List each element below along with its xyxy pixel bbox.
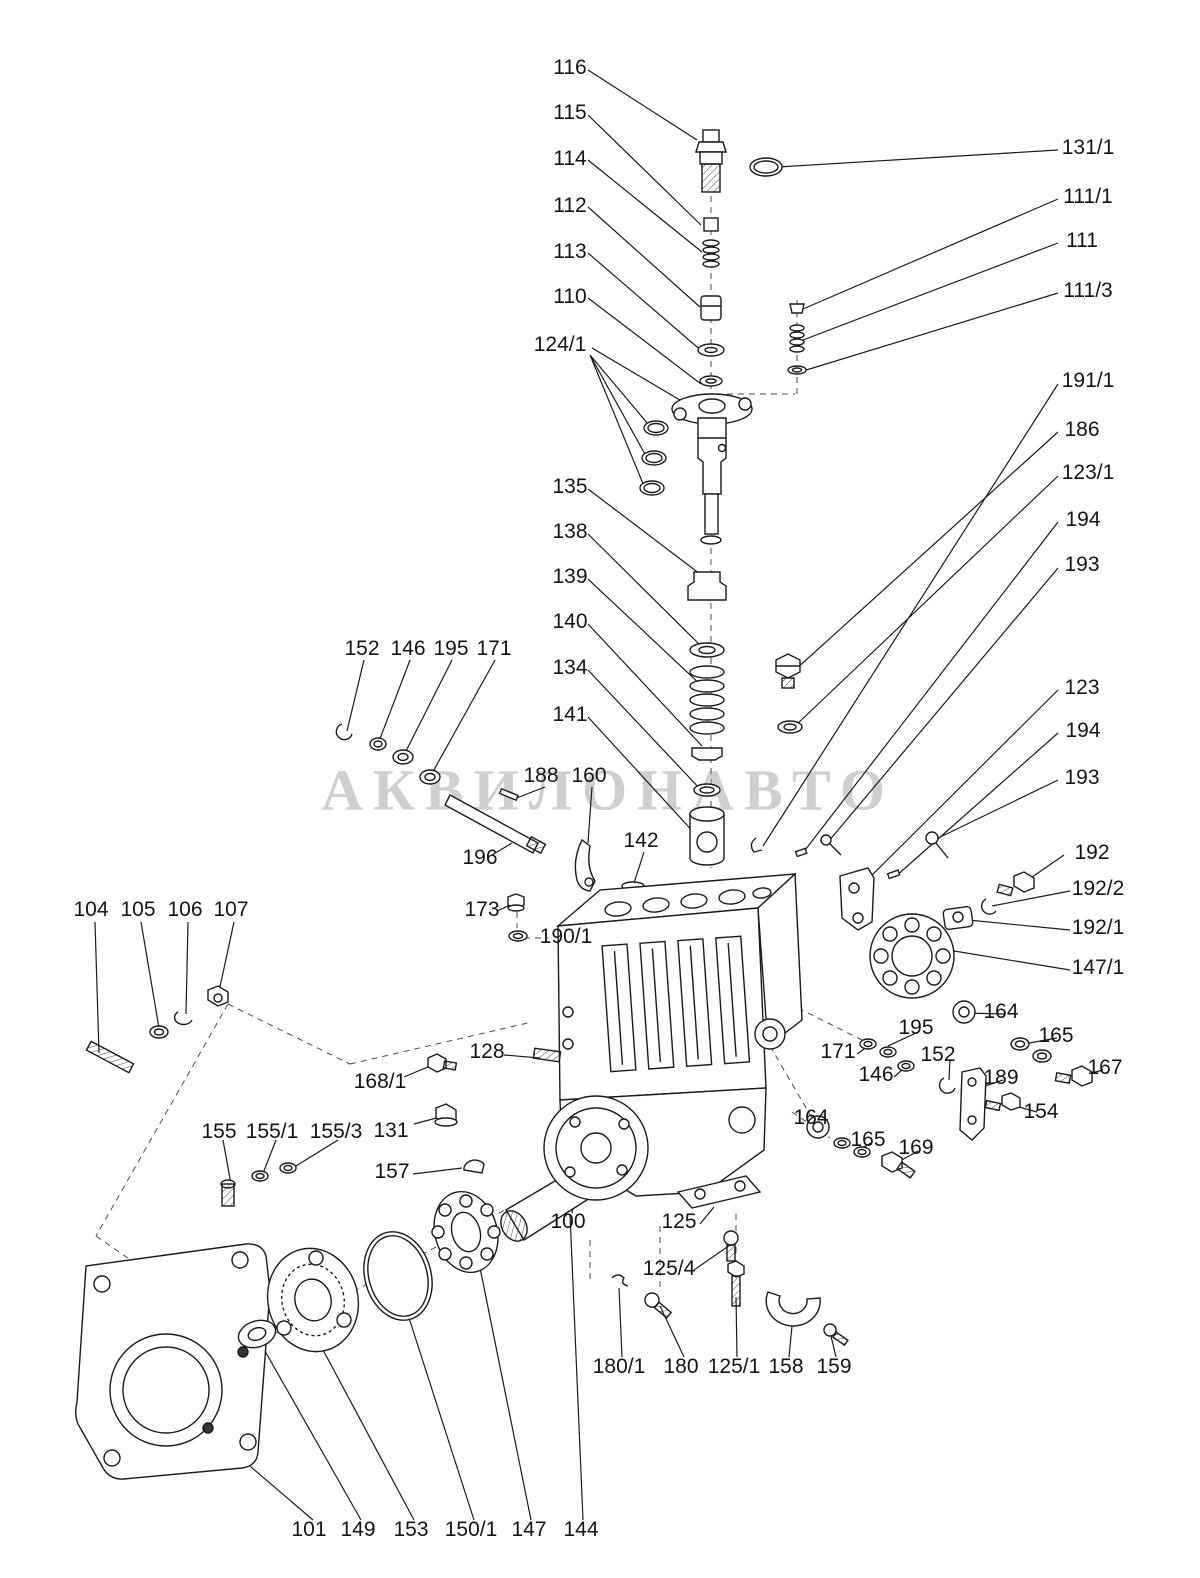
delivery-valve-stack xyxy=(695,129,783,387)
watermark: АКВИЛОНАВТО xyxy=(320,757,896,823)
drive-end-parts xyxy=(75,1190,501,1480)
bolt-186-and-washer xyxy=(775,653,803,734)
right-middle-parts xyxy=(806,1000,1093,1179)
plunger-spring-group xyxy=(687,571,727,866)
governor-link-parts xyxy=(335,723,645,942)
plunger-barrel-assembly xyxy=(639,393,753,545)
bottom-parts xyxy=(220,1159,849,1347)
bottom-plate-125 xyxy=(676,1175,762,1209)
parts xyxy=(75,129,1093,1480)
body-side-bolts xyxy=(427,1047,562,1127)
mounting-stud-parts xyxy=(85,985,229,1074)
right-side-parts xyxy=(750,831,1035,999)
valve-spring-small-stack xyxy=(787,303,807,375)
pump-body xyxy=(500,872,803,1242)
